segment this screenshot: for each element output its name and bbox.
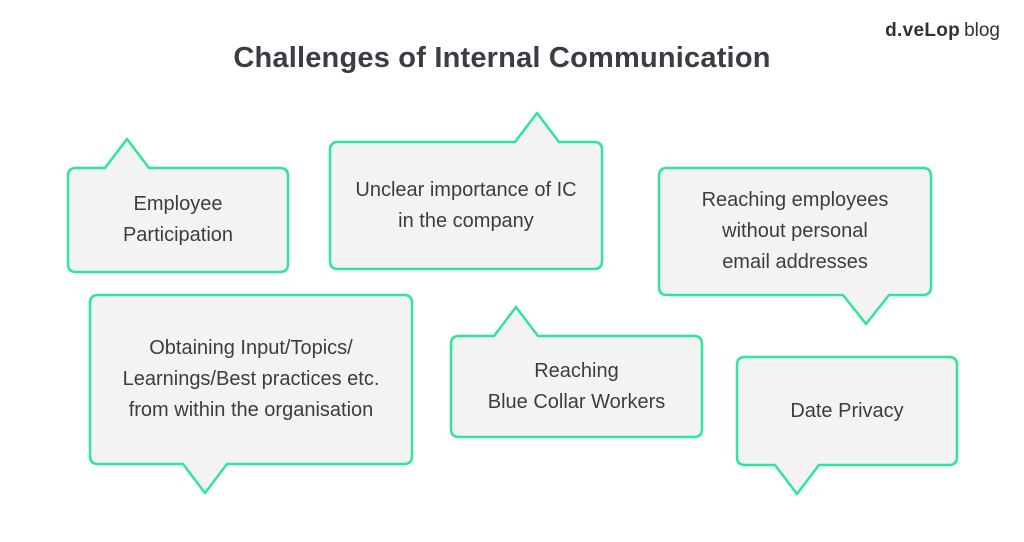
bubble-obtaining-input-shape: [88, 293, 414, 495]
bubble-obtaining-input-text: Obtaining Input/Topics/ Learnings/Best p…: [122, 337, 380, 421]
logo-brand: d.veLop: [885, 20, 961, 41]
bubble-employee-participation-text: Employee Participation: [122, 193, 234, 246]
bubble-blue-collar-shape: [449, 305, 704, 439]
diagram-title: Challenges of Internal Communication: [233, 42, 771, 74]
bubble-unclear-importance-shape: [328, 111, 604, 271]
bubble-date-privacy-shape: [735, 355, 959, 496]
bubble-blue-collar-text: Reaching Blue Collar Workers: [487, 359, 666, 413]
logo-suffix: blog: [964, 20, 1000, 41]
bubble-reaching-employees-text: Reaching employees without personal emai…: [701, 189, 889, 273]
bubble-employee-participation-shape: [66, 137, 290, 274]
bubble-unclear-importance-text: Unclear importance of IC in the company: [355, 178, 577, 232]
bubble-reaching-employees-shape: [657, 166, 933, 326]
bubble-date-privacy-text: Date Privacy: [790, 399, 904, 422]
